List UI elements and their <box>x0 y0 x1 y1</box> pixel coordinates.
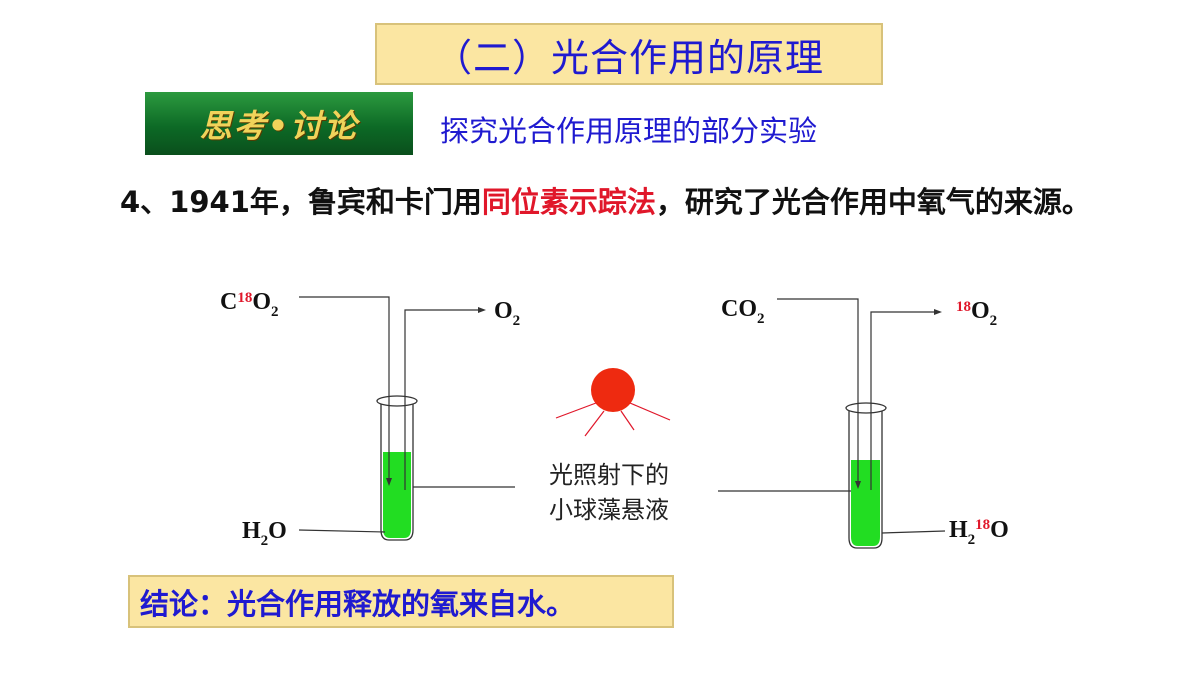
left-input-co2-label: C18O2 <box>220 289 279 320</box>
experiment-description: 4、1941年，鲁宾和卡门用同位素示踪法，研究了光合作用中氧气的来源。 <box>120 182 1120 222</box>
right-output-o2-label: 18O2 <box>956 298 997 329</box>
description-text-2: ，研究了光合作用中氧气的来源。 <box>655 185 1091 219</box>
right-test-tube <box>718 298 946 549</box>
conclusion-box: 结论：光合作用释放的氧来自水。 <box>128 575 674 628</box>
caption-line-2: 小球藻悬液 <box>549 496 669 524</box>
left-output-o2-label: O2 <box>494 298 520 329</box>
caption-line-1: 光照射下的 <box>549 461 669 489</box>
left-algae-suspension <box>383 452 411 538</box>
right-algae-suspension <box>851 460 880 546</box>
left-water-label: H2O <box>242 518 287 549</box>
section-subtitle: 探究光合作用原理的部分实验 <box>440 114 818 148</box>
slide-title: （二）光合作用的原理 <box>375 23 883 85</box>
highlight-isotope-method: 同位素示踪法 <box>481 185 656 219</box>
description-text-1: 4、1941年，鲁宾和卡门用 <box>120 185 482 219</box>
sun-icon <box>555 368 671 437</box>
right-water-label: H218O <box>949 517 1009 548</box>
left-test-tube <box>298 296 515 541</box>
right-input-co2-label: CO2 <box>721 296 765 327</box>
think-discuss-badge: 思考•讨论 <box>145 92 413 155</box>
